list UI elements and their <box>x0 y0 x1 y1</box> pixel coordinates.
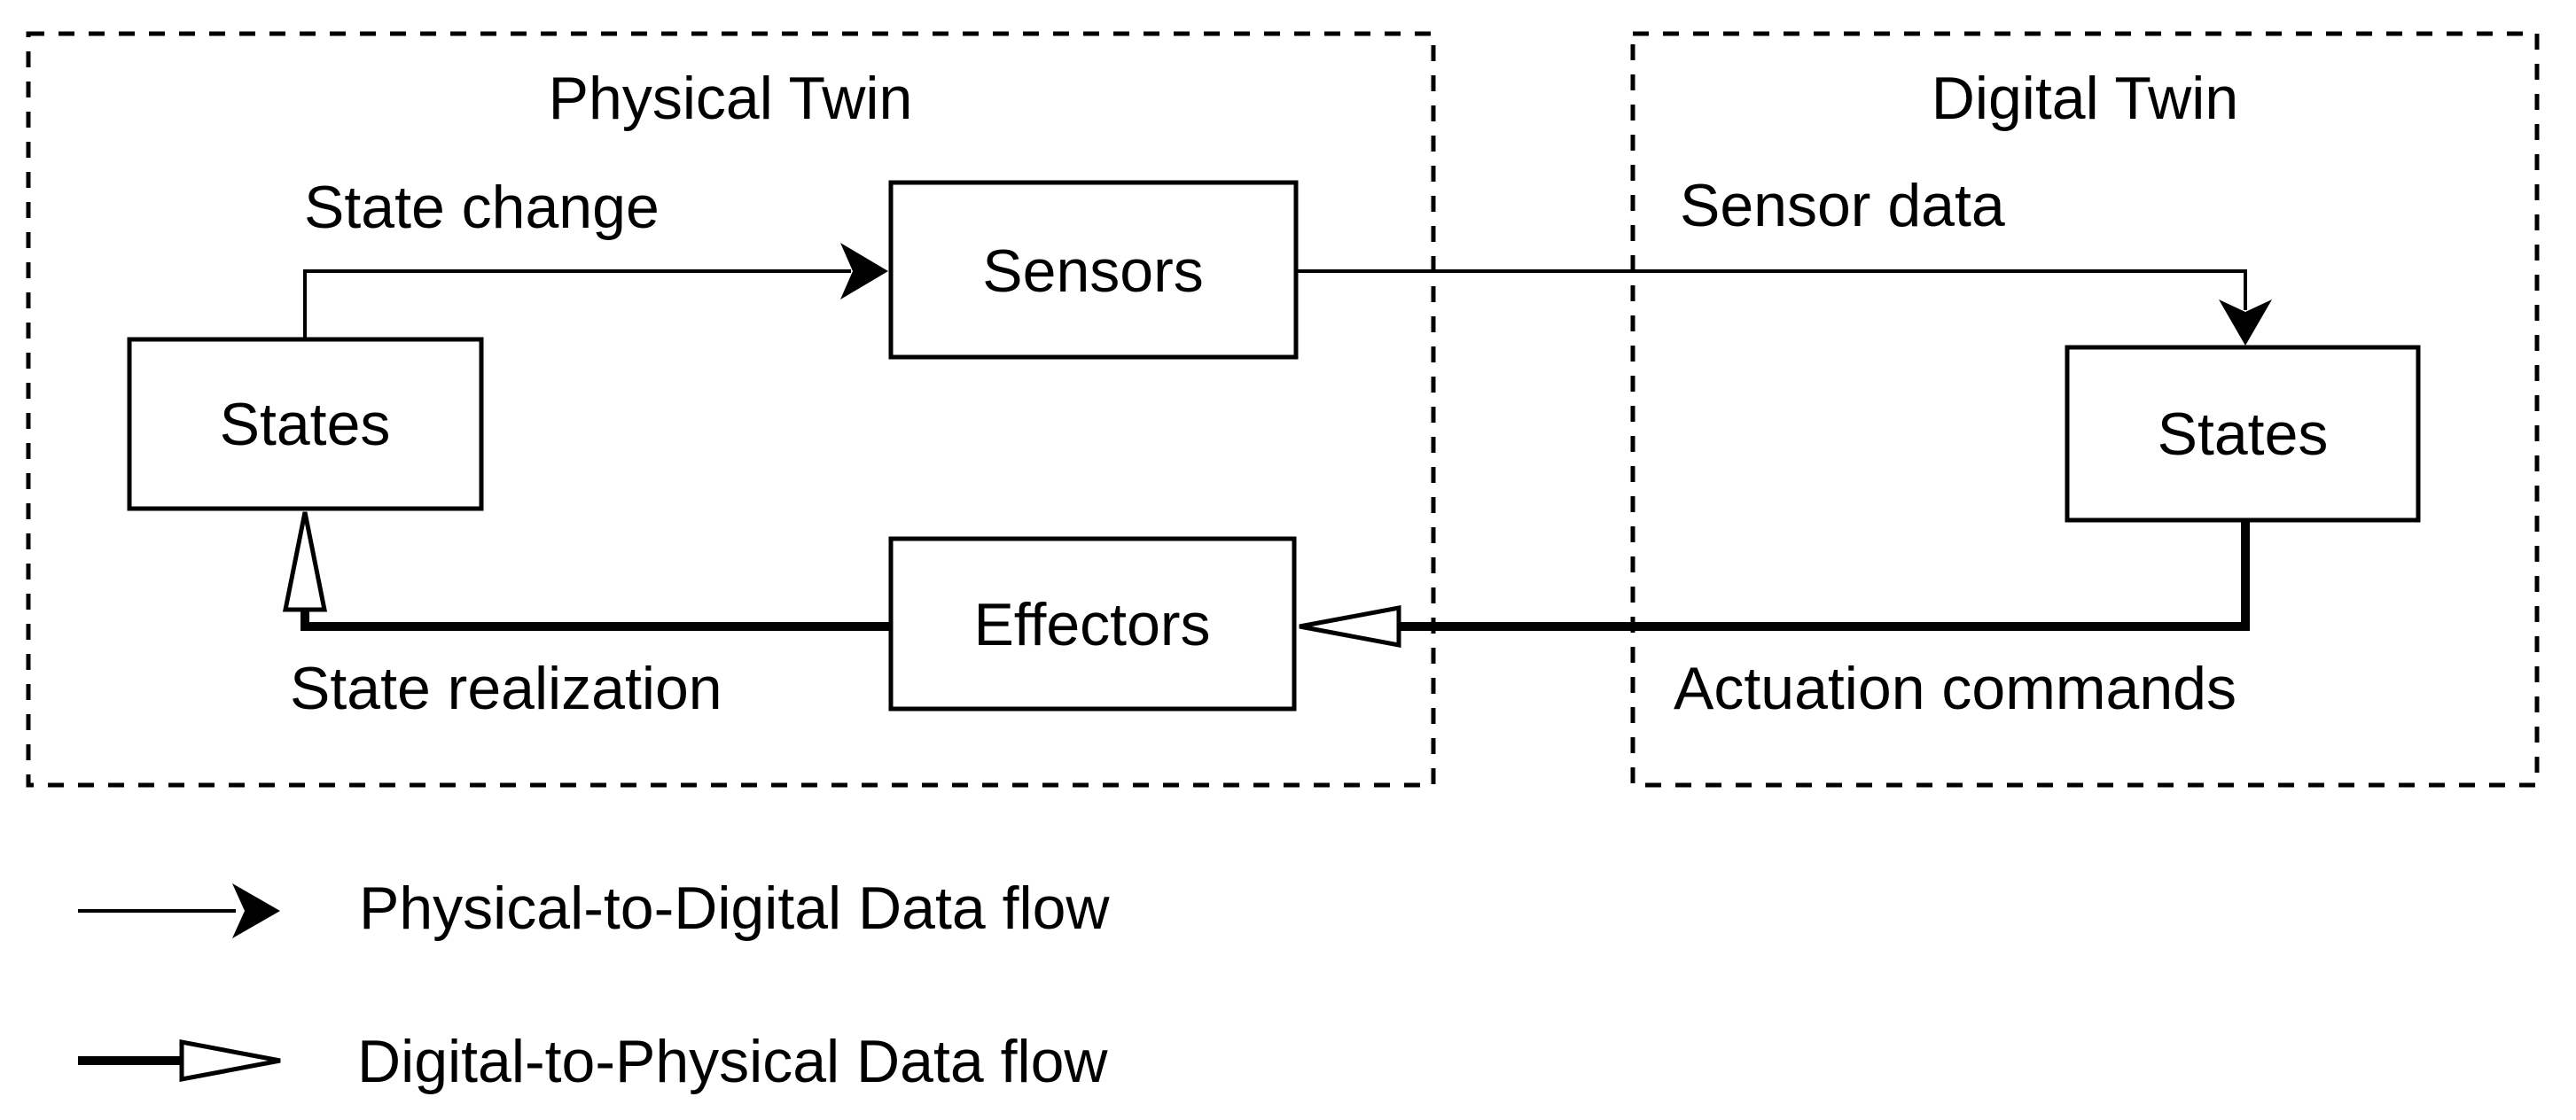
states-physical-label: States <box>220 391 391 458</box>
edge-actuation-commands-line <box>1401 520 2250 631</box>
legend-hollow-arrowhead-icon <box>179 1038 281 1083</box>
digital-twin-title: Digital Twin <box>1932 65 2238 132</box>
legend-physical-to-digital-label: Physical-to-Digital Data flow <box>359 875 1110 942</box>
edge-sensor-data-line <box>1296 269 2247 310</box>
solid-arrowhead-into-sensors-icon <box>840 243 888 299</box>
states-physical-box <box>127 337 484 511</box>
sensor-data-label: Sensor data <box>1680 172 2005 239</box>
sensors-label: Sensors <box>982 237 1203 305</box>
legend: Physical-to-Digital Data flow Digital-to… <box>78 875 1110 1095</box>
edge-state-realization-line <box>301 609 891 631</box>
legend-digital-to-physical-label: Digital-to-Physical Data flow <box>357 1028 1108 1095</box>
state-realization-label: State realization <box>290 655 722 722</box>
physical-twin-title: Physical Twin <box>549 65 913 132</box>
effectors-label: Effectors <box>973 591 1210 658</box>
digital-twin-container <box>1630 31 2540 788</box>
effectors-box <box>888 536 1297 712</box>
states-digital-label: States <box>2158 401 2329 468</box>
hollow-arrowhead-into-physical-states-icon <box>282 511 328 612</box>
hollow-arrowhead-into-effectors-icon <box>1299 604 1401 649</box>
sensors-box <box>888 180 1299 360</box>
solid-arrowhead-into-digital-states-icon <box>2219 299 2272 346</box>
edge-state-change-line <box>303 269 851 339</box>
states-digital-box <box>2065 345 2421 523</box>
physical-twin-container <box>26 31 1436 788</box>
actuation-commands-label: Actuation commands <box>1674 655 2236 722</box>
legend-solid-arrowhead-icon <box>232 883 280 938</box>
state-change-label: State change <box>304 174 660 241</box>
